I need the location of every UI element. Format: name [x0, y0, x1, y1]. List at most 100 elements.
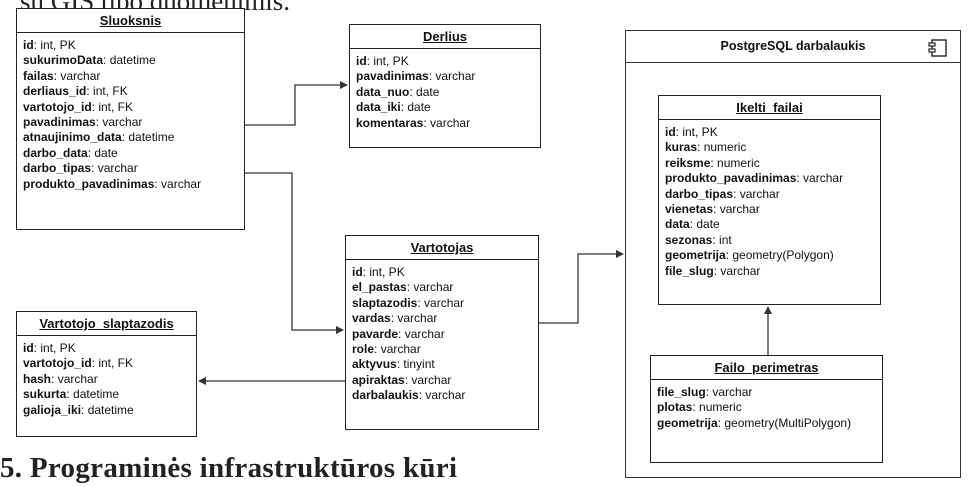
field-name: id — [352, 265, 363, 279]
field-separator: : — [91, 161, 98, 176]
field-separator: : — [423, 115, 431, 130]
field-row: galioja_iki: datetime — [23, 403, 190, 418]
field-row: failas: varchar — [23, 69, 238, 84]
field-separator: : — [409, 84, 417, 99]
field-type: varchar — [430, 115, 471, 130]
field-name: pavadinimas — [356, 69, 429, 84]
entity-title: Failo_perimetras — [651, 356, 882, 380]
field-type: varchar — [720, 263, 761, 278]
entity-title: Ikelti_failai — [659, 96, 880, 120]
field-row: id: int, PK — [23, 38, 238, 53]
field-type: varchar — [380, 342, 421, 357]
field-row: kuras: numeric — [665, 140, 874, 155]
field-name: atnaujinimo_data — [23, 130, 122, 145]
field-name: vardas — [352, 311, 391, 326]
field-row: data_nuo: date — [356, 85, 534, 100]
field-type: varchar — [719, 202, 760, 217]
field-type: varchar — [411, 372, 452, 387]
field-name: produkto_pavadinimas — [23, 176, 155, 191]
field-name: data — [665, 217, 690, 232]
field-separator: : — [404, 372, 412, 387]
field-row: darbo_tipas: varchar — [23, 161, 238, 176]
field-type: varchar — [424, 295, 465, 310]
field-type: date — [94, 145, 118, 160]
field-row: hash: varchar — [23, 372, 190, 387]
field-name: produkto_pavadinimas — [665, 171, 797, 186]
field-separator: : — [91, 99, 99, 114]
field-type: varchar — [397, 311, 438, 326]
field-separator: : — [51, 371, 58, 386]
field-name: id — [23, 38, 34, 52]
field-name: darbo_tipas — [23, 161, 92, 176]
field-separator: : — [95, 115, 103, 130]
field-name: derliaus_id — [23, 84, 87, 99]
container-title: PostgreSQL darbalaukis — [720, 39, 866, 53]
field-name: sukurimoData — [23, 53, 104, 68]
field-name: vartotojo_id — [23, 356, 92, 371]
field-row: atnaujinimo_data: datetime — [23, 130, 238, 145]
field-separator: : — [796, 171, 804, 186]
postgresql-container: PostgreSQL darbalaukis — [625, 30, 961, 478]
field-type: datetime — [87, 402, 134, 417]
field-separator: : — [390, 311, 398, 326]
field-type: varchar — [404, 326, 445, 341]
field-name: reiksme — [665, 155, 711, 170]
field-name: failas — [23, 68, 54, 83]
field-separator: : — [374, 342, 381, 357]
field-type: numeric — [717, 155, 760, 170]
field-separator: : — [396, 357, 404, 372]
field-name: apiraktas — [352, 372, 405, 387]
field-row: vartotojo_id: int, FK — [23, 356, 190, 371]
field-separator: : — [87, 145, 95, 160]
field-name: aktyvus — [352, 357, 397, 372]
field-type: varchar — [413, 280, 454, 295]
entity-title: Vartotojas — [346, 236, 538, 260]
field-name: darbo_tipas — [665, 186, 734, 201]
field-row: file_slug: varchar — [665, 264, 874, 279]
field-name: sukurta — [23, 387, 67, 402]
field-separator: : — [675, 125, 683, 139]
field-row: geometrija: geometry(MultiPolygon) — [657, 416, 876, 431]
field-separator: : — [705, 385, 713, 399]
field-separator: : — [417, 295, 425, 310]
field-row: id: int, PK — [352, 265, 532, 280]
field-row: darbo_tipas: varchar — [665, 187, 874, 202]
field-name: hash — [23, 371, 52, 386]
field-row: sukurta: datetime — [23, 387, 190, 402]
field-separator: : — [712, 232, 720, 247]
field-row: file_slug: varchar — [657, 385, 876, 400]
field-type: date — [407, 100, 431, 115]
field-type: date — [696, 217, 720, 232]
field-name: darbalaukis — [352, 388, 419, 403]
field-separator: : — [66, 387, 74, 402]
field-separator: : — [713, 263, 721, 278]
field-name: pavadinimas — [23, 115, 96, 130]
field-name: data_nuo — [356, 84, 410, 99]
field-type: int, FK — [93, 84, 128, 99]
field-separator: : — [418, 388, 426, 403]
field-row: derliaus_id: int, FK — [23, 84, 238, 99]
field-type: varchar — [712, 385, 753, 399]
field-separator: : — [366, 54, 374, 68]
arrow-sluoksnis-to-derlius — [245, 81, 348, 126]
field-separator: : — [362, 265, 370, 279]
arrow-vartotojas-to-postgresql — [539, 250, 624, 324]
field-name: el_pastas — [352, 280, 407, 295]
field-row: pavarde: varchar — [352, 327, 532, 342]
field-type: datetime — [128, 130, 175, 145]
field-type: varchar — [57, 371, 98, 386]
field-row: darbo_data: date — [23, 146, 238, 161]
field-type: int, PK — [369, 265, 405, 279]
field-row: vardas: varchar — [352, 311, 532, 326]
field-name: file_slug — [665, 263, 714, 278]
section-heading-fragment: 5. Programinės infrastruktūros kūri — [0, 452, 458, 484]
field-type: tinyint — [403, 357, 435, 372]
field-type: varchar — [739, 186, 780, 201]
